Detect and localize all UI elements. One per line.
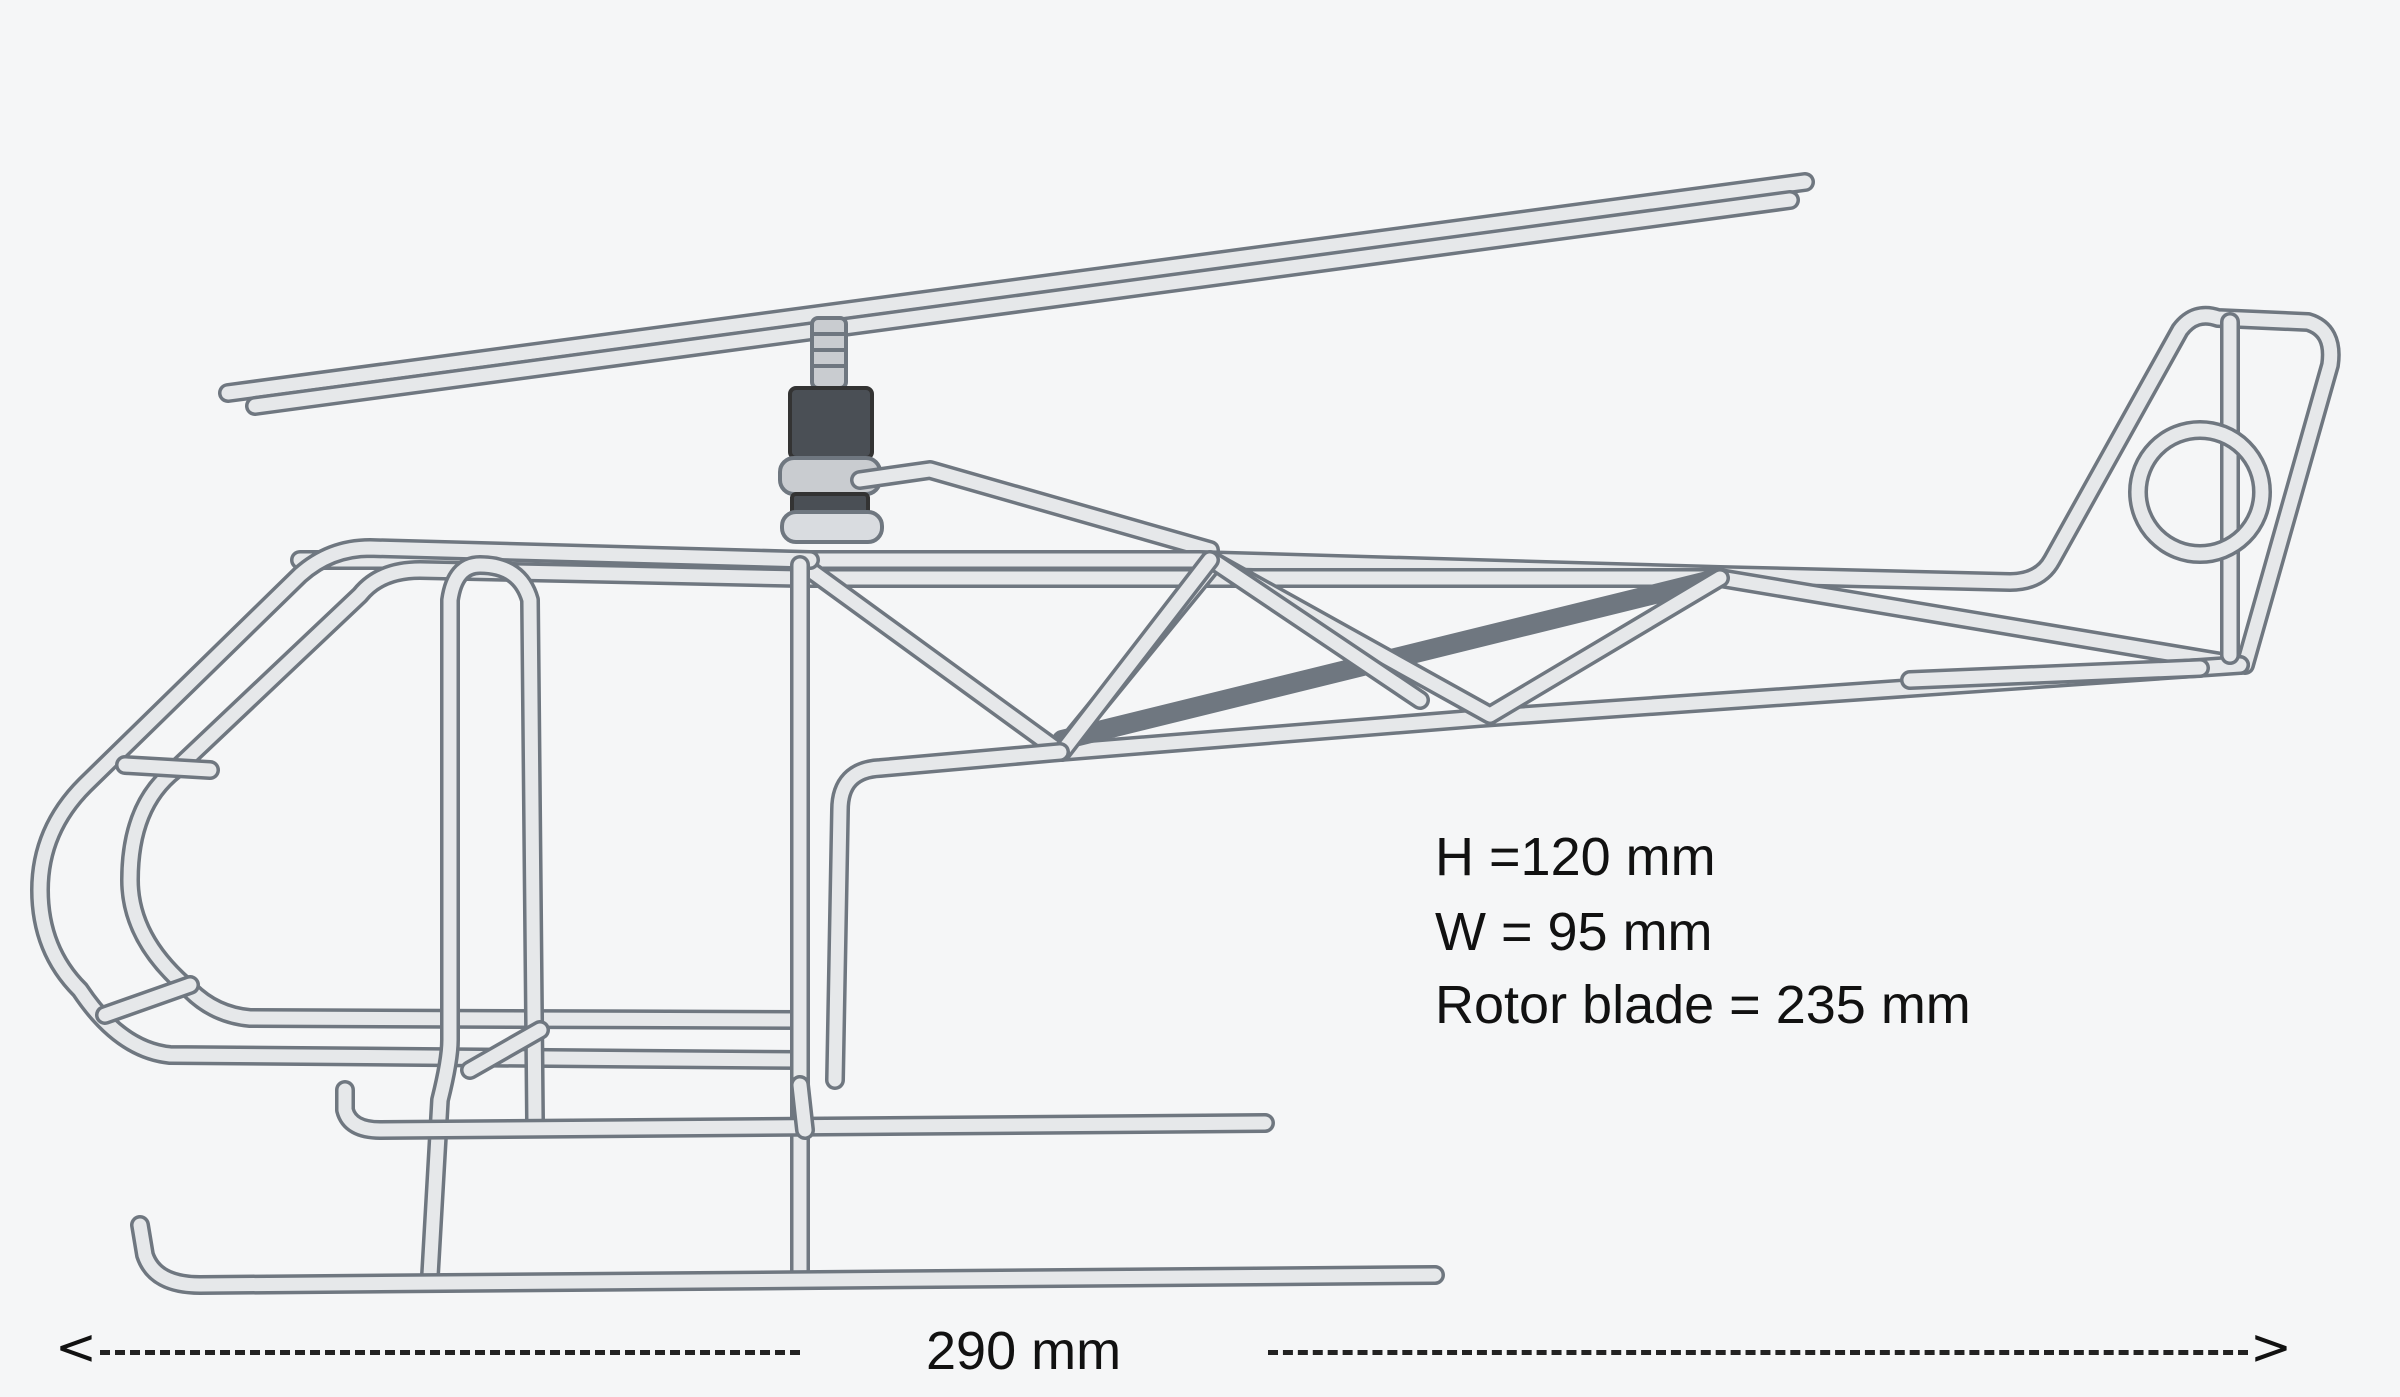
width-spec: W = 95 mm xyxy=(1435,902,1713,962)
dimension-line-right xyxy=(1268,1350,2248,1355)
dimension-line-left xyxy=(100,1350,800,1355)
rotor-hub xyxy=(778,316,884,544)
height-spec: H =120 mm xyxy=(1435,827,1716,887)
truss-lattice xyxy=(800,550,1730,762)
overall-length-label: 290 mm xyxy=(926,1321,1122,1381)
rotor-blade-spec: Rotor blade = 235 mm xyxy=(1435,975,1971,1035)
landing-skids xyxy=(130,1075,1445,1295)
cabin-frame xyxy=(30,538,1070,1285)
dimension-arrow-right: > xyxy=(2250,1318,2292,1376)
dimension-arrow-left: < xyxy=(55,1318,97,1376)
tail-rotor xyxy=(2128,420,2272,564)
main-rotor-blade xyxy=(218,172,1815,416)
